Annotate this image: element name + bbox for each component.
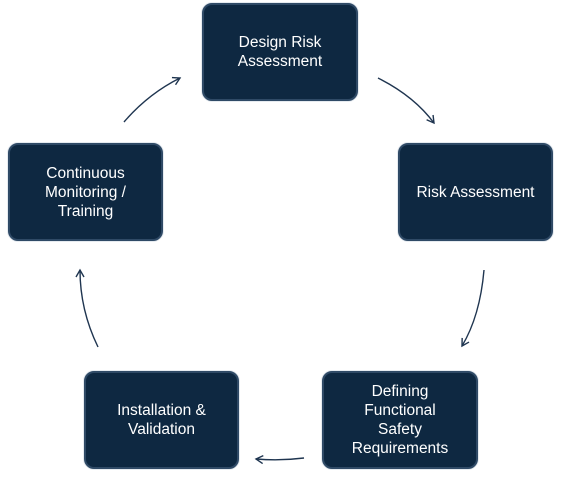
node-continuous-monitoring-training: Continuous Monitoring / Training [8,143,163,241]
node-functional-safety-requirements: Defining Functional Safety Requirements [322,371,478,469]
node-label: Design Risk Assessment [237,34,323,70]
node-label: Risk Assessment [416,183,535,201]
node-label: Installation & Validation [117,402,206,438]
arrow-monitoring-to-design [123,76,182,123]
node-risk-assessment: Risk Assessment [398,143,553,241]
node-design-risk-assessment: Design Risk Assessment [202,3,358,101]
arrow-risk-to-functional [461,269,485,348]
arrow-installation-to-monitoring [75,268,99,348]
arrow-functional-to-installation [254,454,305,465]
node-label: Defining Functional Safety Requirements [351,383,449,457]
arrow-design-to-risk [377,77,435,125]
node-installation-validation: Installation & Validation [84,371,239,469]
node-label: Continuous Monitoring / Training [45,164,126,220]
